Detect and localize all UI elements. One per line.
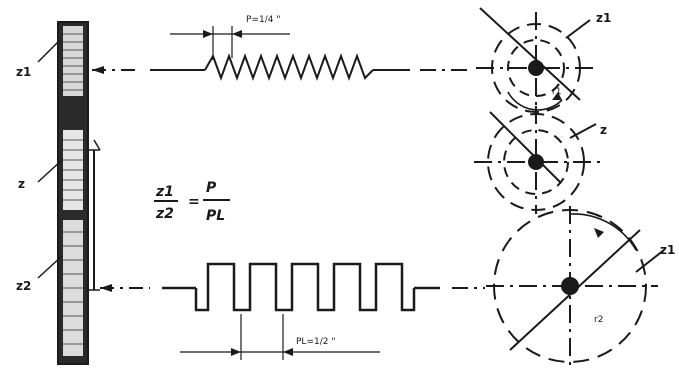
formula-denominator-left: z2 <box>155 206 174 222</box>
gear-face-top <box>476 7 598 118</box>
formula-numerator-right: P <box>206 180 217 196</box>
gear-bottom-radius: r2 <box>594 315 603 325</box>
formula-equals: = <box>188 194 200 210</box>
label-z-side: z <box>18 177 25 191</box>
formula-numerator-left: z1 <box>155 184 174 200</box>
bottom-thread-profile <box>100 262 485 360</box>
gear-face-middle <box>474 106 600 214</box>
gear-side-view <box>37 21 101 365</box>
label-z2-side: z2 <box>16 279 31 293</box>
gear-middle-label: z <box>600 123 607 137</box>
label-z1-side: z1 <box>16 65 31 79</box>
gear-face-bottom <box>486 206 665 370</box>
ratio-formula: z1 z2 = P PL <box>154 180 230 224</box>
gear-bottom-label: z1 <box>660 243 675 257</box>
top-thread-profile <box>92 26 470 81</box>
pitch-top-label: P=1/4 " <box>246 15 280 25</box>
gear-top-radius: r1 <box>552 87 561 97</box>
gear-top-label: z1 <box>596 11 611 25</box>
pitch-bottom-label: PL=1/2 " <box>296 337 335 347</box>
formula-denominator-right: PL <box>206 208 225 224</box>
